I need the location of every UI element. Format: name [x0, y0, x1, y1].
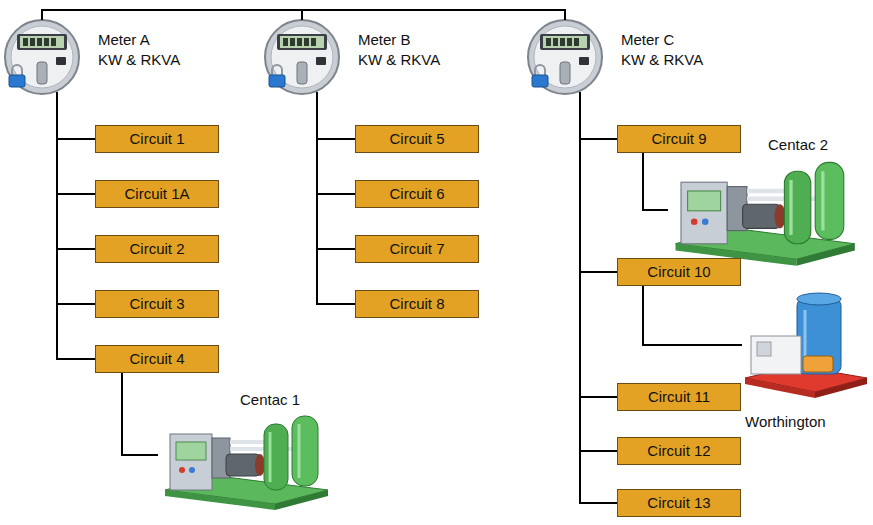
connector-line [643, 286, 742, 345]
circuit-label: Circuit 1A [124, 185, 189, 202]
circuit-box: Circuit 3 [95, 290, 219, 318]
meter-label: Meter A [98, 30, 180, 50]
meter-node: Meter AKW & RKVA [3, 20, 185, 92]
connector-line [317, 92, 355, 249]
circuit-label: Circuit 4 [129, 350, 184, 367]
meter-label: KW & RKVA [98, 50, 180, 70]
label-group: Circuit 9 [651, 129, 706, 149]
label-group: Circuit 3 [129, 294, 184, 314]
meter-label: KW & RKVA [621, 50, 703, 70]
equipment-node: Worthington [742, 285, 867, 434]
circuit-label: Circuit 6 [389, 185, 444, 202]
label-group: Circuit 13 [647, 493, 710, 513]
connector-line [122, 373, 158, 455]
connector-line [302, 10, 565, 20]
circuit-box: Circuit 1A [95, 180, 219, 208]
label-group: Circuit 10 [647, 262, 710, 282]
circuit-label: Circuit 10 [647, 263, 710, 280]
circuit-label: Circuit 2 [129, 240, 184, 257]
circuit-box: Circuit 5 [355, 125, 479, 153]
label-group: Centac 1 [240, 390, 300, 410]
circuit-label: Circuit 5 [389, 130, 444, 147]
compressor-illustration [745, 293, 867, 398]
connector-line [580, 92, 617, 139]
label-group: Meter BKW & RKVA [358, 30, 440, 70]
compressor-illustration [745, 293, 867, 398]
connector-line [317, 92, 355, 139]
connector-line [57, 92, 95, 249]
connector-line [317, 92, 355, 304]
label-group: Centac 2 [768, 135, 828, 155]
label-group: Circuit 6 [389, 184, 444, 204]
circuit-box: Circuit 1 [95, 125, 219, 153]
circuit-label: Circuit 1 [129, 130, 184, 147]
circuit-label: Circuit 13 [647, 494, 710, 511]
label-group: Circuit 5 [389, 129, 444, 149]
connector-line [57, 92, 95, 139]
circuit-box: Circuit 7 [355, 235, 479, 263]
circuit-box: Circuit 6 [355, 180, 479, 208]
circuit-box: Circuit 8 [355, 290, 479, 318]
meter-node: Meter BKW & RKVA [263, 20, 445, 92]
equipment-label: Centac 2 [768, 135, 828, 155]
circuit-label: Circuit 11 [648, 388, 710, 405]
connector-line [580, 92, 617, 503]
label-group: Circuit 12 [647, 441, 710, 461]
circuit-label: Circuit 8 [389, 295, 444, 312]
meter-label: Meter C [621, 30, 703, 50]
label-group: Meter AKW & RKVA [98, 30, 180, 70]
circuit-box: Circuit 4 [95, 345, 219, 373]
circuit-box: Circuit 12 [617, 437, 741, 465]
label-group: Circuit 1A [124, 184, 189, 204]
meter-label: KW & RKVA [358, 50, 440, 70]
circuit-box: Circuit 9 [617, 125, 741, 153]
label-group: Circuit 1 [129, 129, 184, 149]
circuit-label: Circuit 3 [129, 295, 184, 312]
label-group: Circuit 7 [389, 239, 444, 259]
compressor-illustration [676, 162, 855, 265]
label-group: Circuit 8 [389, 294, 444, 314]
circuit-box: Circuit 13 [617, 489, 741, 517]
circuit-label: Circuit 9 [651, 130, 706, 147]
label-group: Meter CKW & RKVA [621, 30, 703, 70]
connector-line [317, 92, 355, 194]
equipment-label: Centac 1 [240, 390, 300, 410]
circuit-label: Circuit 7 [389, 240, 444, 257]
compressor-illustration [676, 162, 855, 265]
label-group: Circuit 11 [648, 387, 710, 407]
equipment-label: Worthington [745, 412, 826, 432]
connector-line [580, 92, 617, 451]
label-group: Circuit 2 [129, 239, 184, 259]
circuit-box: Circuit 11 [617, 383, 741, 411]
circuit-box: Circuit 10 [617, 258, 741, 286]
meter-node: Meter CKW & RKVA [526, 20, 708, 92]
circuit-box: Circuit 2 [95, 235, 219, 263]
connector-line [57, 92, 95, 194]
label-group: Worthington [745, 412, 826, 432]
equipment-node: Centac 1 [158, 390, 330, 508]
connector-line [580, 92, 617, 397]
circuit-label: Circuit 12 [647, 442, 710, 459]
connector-line [42, 10, 302, 20]
meter-icon [528, 20, 602, 94]
equipment-node: Centac 2 [668, 135, 866, 257]
connector-line [57, 92, 95, 359]
connector-line [643, 153, 668, 210]
compressor-illustration [165, 416, 328, 510]
compressor-illustration [165, 416, 328, 510]
label-group: Circuit 4 [129, 349, 184, 369]
meter-label: Meter B [358, 30, 440, 50]
meter-icon [5, 20, 79, 94]
connector-line [57, 92, 95, 304]
meter-icon [265, 20, 339, 94]
connector-line [580, 92, 617, 272]
